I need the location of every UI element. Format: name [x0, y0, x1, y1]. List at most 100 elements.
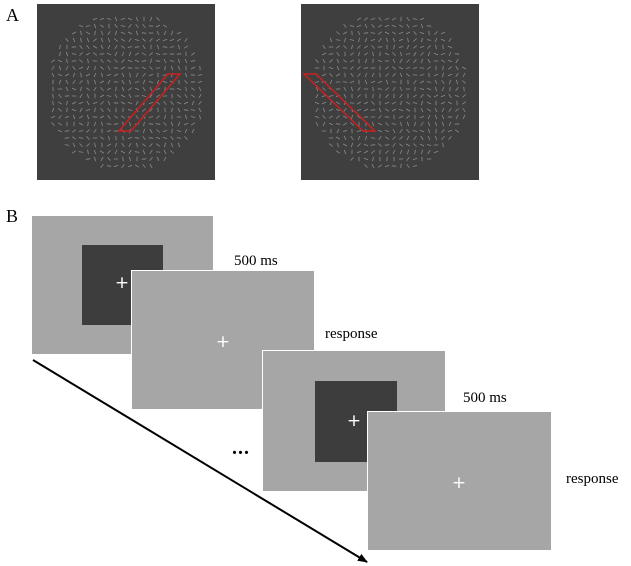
line-element — [328, 108, 334, 112]
line-element — [412, 25, 418, 27]
line-element — [426, 101, 432, 105]
line-element — [442, 142, 444, 148]
line-element — [442, 72, 444, 78]
line-element — [58, 65, 62, 71]
line-element — [399, 128, 403, 134]
line-element — [322, 107, 326, 113]
line-element — [127, 102, 133, 104]
line-element — [80, 37, 82, 43]
line-element — [442, 65, 444, 71]
line-element — [143, 128, 145, 134]
line-element — [178, 44, 180, 50]
line-element — [412, 130, 418, 132]
line-element — [440, 31, 446, 35]
line-element — [405, 101, 411, 105]
line-element — [149, 157, 153, 161]
line-element — [419, 74, 425, 76]
line-element — [421, 149, 423, 155]
line-element — [86, 100, 90, 106]
line-element — [426, 108, 432, 112]
line-element — [142, 38, 146, 42]
line-element — [435, 86, 437, 92]
line-element — [64, 73, 70, 77]
line-element — [178, 58, 180, 64]
line-element — [377, 122, 383, 126]
line-element — [65, 86, 69, 92]
timing-label-1: 500 ms — [234, 253, 278, 269]
line-element — [405, 143, 411, 147]
line-element — [427, 114, 431, 120]
line-element — [185, 114, 187, 120]
line-element — [106, 52, 112, 56]
line-element — [143, 121, 145, 127]
line-element — [377, 24, 383, 28]
line-element — [142, 149, 146, 155]
line-element — [169, 60, 175, 62]
line-element — [363, 32, 369, 34]
line-element — [378, 135, 382, 141]
line-element — [406, 16, 410, 22]
line-element — [455, 114, 459, 120]
line-element — [421, 37, 423, 43]
line-element — [385, 87, 389, 91]
line-element — [51, 65, 55, 71]
line-element — [71, 101, 77, 105]
line-element — [176, 87, 182, 91]
line-element — [136, 142, 138, 148]
line-element — [386, 37, 388, 43]
line-element — [314, 116, 320, 118]
line-element — [440, 38, 446, 42]
line-element — [384, 31, 390, 35]
line-element — [455, 87, 459, 91]
line-element — [342, 81, 348, 83]
line-element — [52, 93, 54, 99]
line-element — [85, 87, 91, 91]
line-element — [434, 37, 438, 43]
line-element — [79, 86, 83, 92]
line-element — [134, 81, 140, 83]
line-element — [433, 73, 439, 77]
line-element — [85, 52, 91, 56]
line-element — [357, 51, 361, 57]
line-element — [134, 164, 140, 168]
line-element — [127, 60, 133, 62]
line-element — [399, 94, 403, 98]
line-element — [155, 94, 161, 98]
line-element — [336, 58, 340, 64]
line-element — [386, 156, 388, 162]
line-element — [128, 93, 132, 99]
line-element — [420, 52, 424, 56]
line-element — [79, 52, 83, 56]
line-element — [342, 122, 348, 126]
line-element — [162, 24, 168, 28]
line-element — [407, 121, 409, 127]
line-element — [120, 24, 126, 28]
line-element — [184, 80, 188, 84]
line-element — [392, 58, 396, 64]
line-element — [78, 66, 84, 70]
line-element — [343, 23, 347, 29]
line-element — [99, 115, 105, 119]
line-element — [434, 135, 438, 141]
line-element — [357, 94, 361, 98]
line-element — [78, 24, 84, 28]
line-element — [391, 108, 397, 112]
line-element — [407, 149, 409, 155]
line-element — [183, 101, 189, 105]
line-element — [100, 66, 104, 70]
line-element — [384, 164, 390, 168]
line-element — [85, 109, 91, 111]
line-element — [51, 107, 55, 113]
line-element — [433, 94, 439, 98]
line-element — [419, 46, 425, 48]
line-element — [120, 94, 126, 98]
line-element — [406, 163, 410, 169]
line-element — [134, 59, 140, 63]
line-element — [199, 114, 201, 120]
line-element — [434, 107, 438, 113]
line-element — [406, 23, 410, 29]
line-element — [142, 73, 146, 77]
line-element — [426, 144, 432, 146]
line-element — [426, 81, 432, 83]
line-element — [99, 24, 105, 28]
